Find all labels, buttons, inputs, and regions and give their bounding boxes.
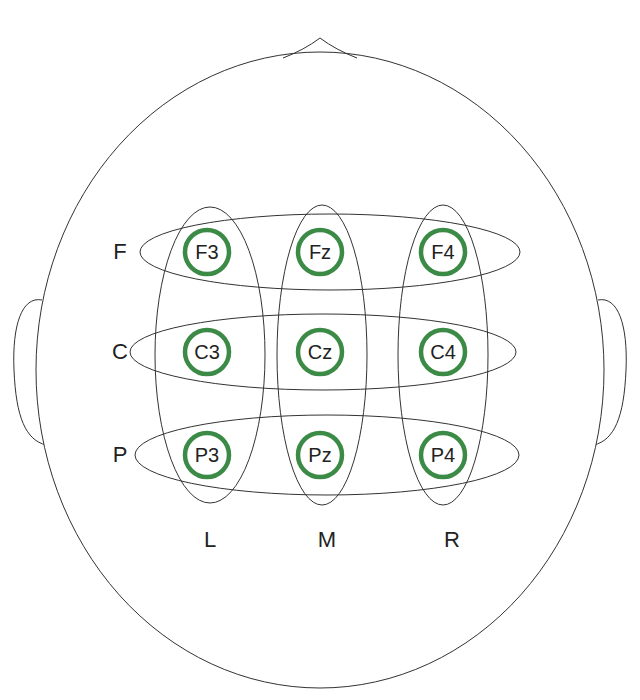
column-label: M xyxy=(318,529,336,551)
electrode-label: C4 xyxy=(430,342,456,362)
electrode-circle: C4 xyxy=(418,327,468,377)
column-label: R xyxy=(444,529,460,551)
electrode-ring xyxy=(298,230,342,274)
column-label: L xyxy=(204,529,216,551)
electrode-ring xyxy=(298,330,342,374)
electrode-circle: C3 xyxy=(182,327,232,377)
electrode-circle: F3 xyxy=(182,227,232,277)
row-label: F xyxy=(113,241,126,263)
row-ellipse xyxy=(130,314,516,390)
electrode-circle: Cz xyxy=(295,327,345,377)
electrode-circle: Fz xyxy=(295,227,345,277)
electrode-label: P3 xyxy=(195,445,219,465)
electrode-circle: Pz xyxy=(295,430,345,480)
column-ellipse xyxy=(277,205,367,505)
electrode-ring xyxy=(421,330,465,374)
electrode-label: Fz xyxy=(309,242,331,262)
electrode-ring xyxy=(421,433,465,477)
electrode-label: F3 xyxy=(195,242,218,262)
electrode-ring xyxy=(298,433,342,477)
electrode-circle: F4 xyxy=(418,227,468,277)
electrode-ring xyxy=(185,230,229,274)
column-ellipse xyxy=(155,207,265,503)
electrode-label: Pz xyxy=(308,445,331,465)
row-ellipse xyxy=(135,415,519,495)
nose-outline xyxy=(283,38,357,58)
electrode-label: P4 xyxy=(431,445,455,465)
electrode-ring xyxy=(185,433,229,477)
electrode-circle: P4 xyxy=(418,430,468,480)
electrode-label: C3 xyxy=(194,342,220,362)
head-outline xyxy=(36,52,604,688)
electrode-label: F4 xyxy=(431,242,454,262)
row-label: C xyxy=(112,341,128,363)
row-label: P xyxy=(113,444,128,466)
electrode-label: Cz xyxy=(308,342,332,362)
row-ellipse xyxy=(140,214,520,290)
electrode-ring xyxy=(185,330,229,374)
electrode-ring xyxy=(421,230,465,274)
column-ellipse xyxy=(398,205,488,505)
electrode-circle: P3 xyxy=(182,430,232,480)
nose-mask xyxy=(284,56,356,62)
